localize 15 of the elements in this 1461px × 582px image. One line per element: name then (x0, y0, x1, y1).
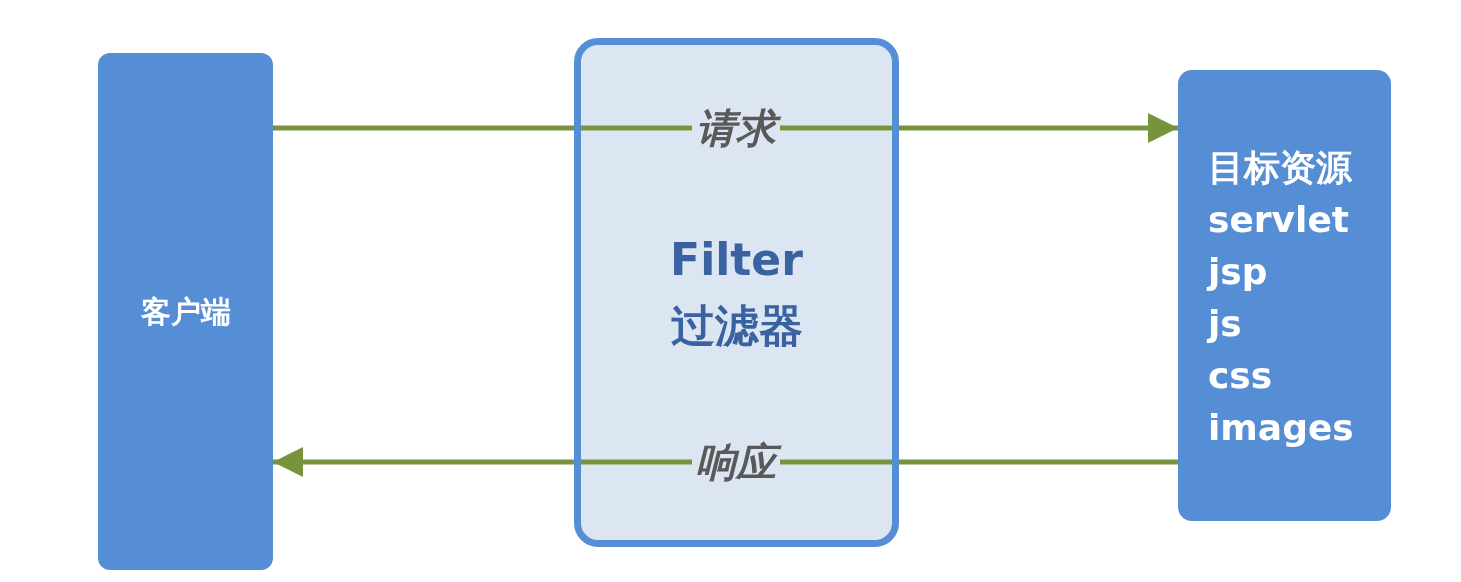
resource-item: servlet (1208, 198, 1350, 242)
resource-item: css (1208, 354, 1273, 398)
client-box (98, 53, 273, 570)
flow-label: 响应 (692, 440, 780, 484)
resource-heading: 目标资源 (1208, 146, 1352, 190)
arrow (899, 113, 1178, 143)
resource-item: images (1208, 406, 1354, 450)
resource-box (1178, 70, 1391, 521)
arrow (273, 447, 574, 477)
filter-box (574, 38, 899, 547)
resource-item: js (1208, 302, 1242, 346)
flow-label: 请求 (692, 106, 780, 150)
resource-item: jsp (1208, 250, 1268, 294)
box-label: Filter 过滤器 (669, 232, 804, 353)
box-label: 客户端 (140, 293, 231, 331)
